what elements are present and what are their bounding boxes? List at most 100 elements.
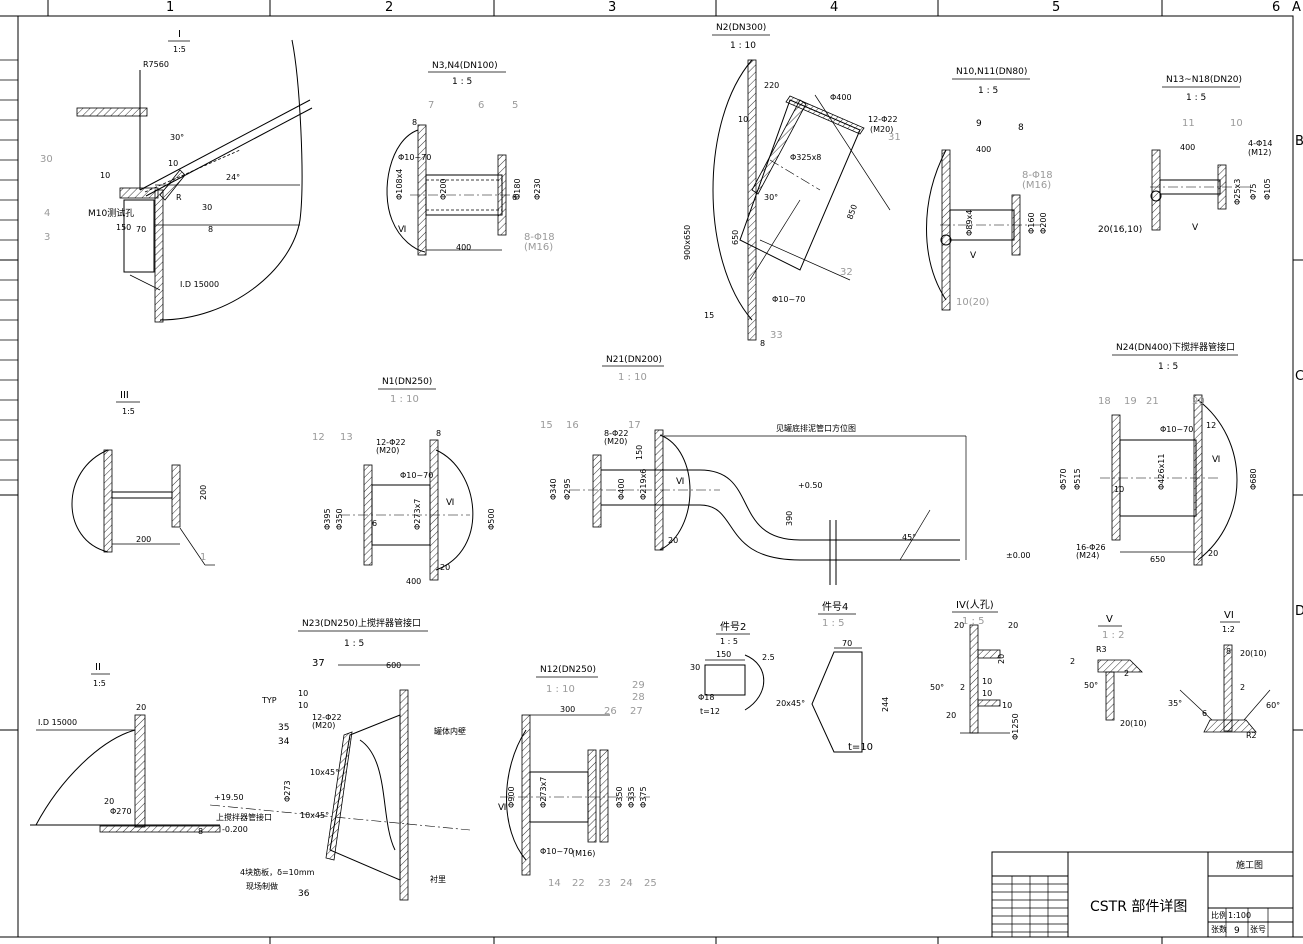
detail-II: II 1:5 20 I.D 15000 20 Φ270 8 (30, 662, 221, 836)
detail-scale: 1 : 10 (730, 41, 756, 51)
scale-caption: 比例 (1211, 910, 1227, 920)
label: +19.50 (214, 793, 244, 802)
label: 8 (1226, 647, 1231, 656)
label: 150 (116, 223, 131, 232)
label: 20 (1008, 621, 1018, 630)
sheet-number: 9 (1234, 926, 1240, 936)
label: 2 (1124, 669, 1129, 678)
label: 70 (136, 225, 146, 234)
label: 16 (566, 420, 579, 431)
label: 上搅拌器管接口 (216, 812, 272, 822)
label: 400 (456, 243, 471, 252)
grid-col-2: 2 (385, 0, 393, 15)
label: V (970, 251, 977, 261)
label: 400 (976, 145, 991, 154)
label: 4 (44, 208, 50, 219)
label: 12 (1206, 421, 1216, 430)
detail-scale: 1 : 5 (452, 77, 472, 87)
label: 20(16,10) (1098, 225, 1142, 235)
label: 20 (440, 563, 450, 572)
label: 10(20) (956, 297, 989, 308)
label: 3 (44, 232, 50, 243)
drawing-title: CSTR 部件详图 (1090, 899, 1187, 915)
detail-part-4: 件号4 1 : 5 70 20x45° 244 t=10 (776, 601, 890, 753)
label: 10 (298, 689, 308, 698)
grid-row-c: C (1295, 369, 1303, 384)
label: 8-Φ22 (604, 429, 628, 438)
label: 罐体内壁 (434, 726, 466, 736)
label: 20 (1192, 396, 1205, 407)
label: (M20) (870, 125, 893, 134)
label: 20 (997, 654, 1006, 664)
detail-title: VI (1224, 610, 1234, 621)
label: 15 (540, 420, 553, 431)
label: Φ500 (487, 508, 496, 530)
detail-scale: 1 : 10 (546, 684, 575, 695)
label: 30 (202, 203, 212, 212)
label: (M16) (572, 849, 595, 858)
label: Ⅵ (498, 803, 506, 813)
detail-title: I (178, 29, 181, 40)
label: 20x45° (776, 699, 805, 708)
label: 8-Φ18 (524, 232, 555, 243)
label: R (176, 193, 182, 202)
detail-scale: 1:5 (122, 407, 135, 416)
label: (M20) (312, 721, 335, 730)
detail-N1: N1(DN250) 1 : 10 12 13 12-Φ22 (M20) 8 Φ1… (312, 377, 496, 586)
label: M10测试孔 (88, 207, 134, 219)
title-block: 施工图 CSTR 部件详图 比例 1:100 张数 9 张号 (991, 851, 1294, 938)
label: Ⅵ (446, 498, 454, 508)
detail-scale: 1 : 10 (390, 394, 419, 405)
label: 30° (764, 193, 778, 202)
label: 现场制做 (246, 881, 278, 891)
label: 26 (604, 706, 617, 717)
detail-title: N12(DN250) (540, 665, 596, 675)
label: 20(10) (1240, 649, 1267, 658)
detail-title: 件号4 (822, 601, 848, 613)
label: Φ515 (1073, 468, 1082, 490)
label: 10 (982, 689, 992, 698)
detail-title: N13~N18(DN20) (1166, 75, 1242, 85)
label: 见罐底排泥管口方位图 (776, 423, 856, 433)
label: 20 (954, 621, 964, 630)
label: Φ295 (563, 478, 572, 500)
label: 8 (760, 339, 765, 348)
label: 21 (1146, 396, 1159, 407)
label: 12 (312, 432, 325, 443)
label: 650 (731, 230, 740, 245)
label: Φ350 (335, 508, 344, 530)
label: (M12) (1248, 148, 1271, 157)
label: +0.50 (798, 481, 823, 490)
label: Φ105 (1263, 178, 1272, 200)
label: Φ395 (323, 508, 332, 530)
stage-label: 施工图 (1236, 859, 1263, 871)
detail-title: N10,N11(DN80) (956, 67, 1027, 77)
detail-title: N24(DN400)下搅拌器管接口 (1116, 341, 1235, 353)
label: 2 (1070, 657, 1075, 666)
label: 19 (1124, 396, 1137, 407)
label: 34 (278, 737, 290, 747)
label: 8 (436, 429, 441, 438)
label: 6 (512, 193, 517, 202)
label: t=10 (848, 742, 873, 753)
label: I.D 15000 (180, 280, 219, 289)
label: 390 (785, 511, 794, 526)
grid-row-b: B (1295, 134, 1303, 149)
label: 650 (1150, 555, 1165, 564)
label: 9 (976, 119, 982, 129)
label: 25 (644, 878, 657, 889)
label: 45° (902, 533, 916, 542)
label: 29 (632, 680, 645, 691)
label: 8 (412, 118, 417, 127)
label: 20 (136, 703, 146, 712)
label: 8 (198, 827, 203, 836)
detail-N3-N4: N3,N4(DN100) 1 : 5 7 6 5 8 Φ10~70 Φ108x4… (386, 61, 555, 256)
page-caption: 张号 (1250, 925, 1266, 934)
label: Φ108x4 (395, 169, 404, 200)
label: R7560 (143, 60, 169, 69)
detail-title: II (95, 662, 101, 673)
label: Φ180 (513, 178, 522, 200)
detail-title: N23(DN250)上搅拌器管接口 (302, 617, 421, 629)
